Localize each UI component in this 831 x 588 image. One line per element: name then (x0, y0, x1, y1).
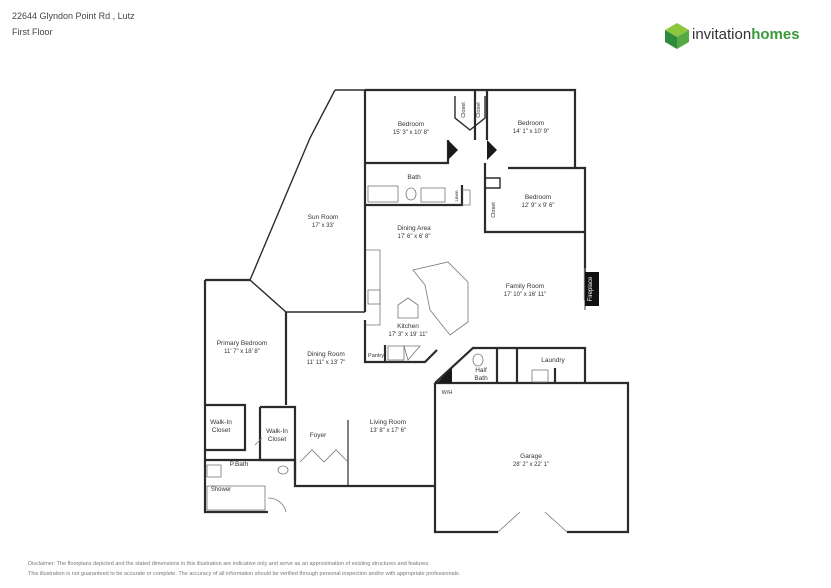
closet-3-label: Closet (491, 202, 497, 218)
bedroom-1-dims: 15' 3" x 10' 8" (393, 130, 429, 136)
floorplan-fixtures (206, 185, 586, 533)
water-heater-label: W/H (442, 390, 453, 396)
pantry-label: Pantry (368, 353, 384, 359)
garage-dims: 28' 2" x 22' 1" (513, 462, 549, 468)
bath-label: Bath (407, 174, 421, 181)
sun-room-dims: 17' x 33' (312, 223, 334, 229)
walk-in-closet-1-label-1: Walk-In (210, 419, 232, 426)
closet-1-label: Closet (461, 102, 467, 118)
walk-in-closet-2-label-2: Closet (268, 436, 287, 443)
floorplan-walls (203, 88, 630, 534)
walk-in-closet-1-label-2: Closet (212, 427, 231, 434)
kitchen-label: Kitchen (397, 323, 419, 330)
dining-area-label: Dining Area (397, 225, 431, 232)
garage-label: Garage (520, 453, 542, 460)
closet-2-label: Closet (476, 102, 482, 118)
bedroom-1-label: Bedroom (398, 121, 424, 128)
half-bath-label-1: Half (475, 367, 487, 374)
foyer-label: Foyer (310, 432, 327, 439)
disclaimer-line-1: Disclaimer: The floorplans depicted and … (28, 561, 430, 567)
floor-label: First Floor (12, 27, 53, 37)
fireplace-label: Fireplace (588, 276, 594, 301)
brand-wordmark: invitationhomes (692, 26, 800, 43)
door-markers (437, 140, 497, 383)
half-bath-label-2: Bath (474, 375, 488, 382)
dining-room-label: Dining Room (307, 351, 345, 358)
living-room-label: Living Room (370, 419, 406, 426)
primary-bedroom-dims: 11' 7" x 18' 8" (224, 349, 260, 355)
primary-bedroom-label: Primary Bedroom (217, 340, 268, 347)
property-address: 22644 Glyndon Point Rd , Lutz (12, 11, 135, 21)
family-room-label: Family Room (506, 283, 544, 290)
primary-bath-label: P.Bath (230, 461, 249, 468)
cube-logo-icon (665, 23, 689, 49)
dining-room-dims: 11' 11" x 13' 7" (307, 360, 346, 366)
walk-in-closet-2-label-1: Walk-In (266, 428, 288, 435)
brand-word-2: homes (751, 26, 800, 43)
bedroom-2-dims: 14' 1" x 10' 9" (513, 129, 549, 135)
fireplace-icon (585, 272, 599, 306)
shower-label: Shower (211, 487, 231, 493)
laundry-label: Laundry (541, 357, 565, 364)
sun-room-label: Sun Room (308, 214, 339, 221)
linen-label: Linen (454, 190, 459, 202)
brand-word-1: invitation (692, 26, 752, 43)
bedroom-3-label: Bedroom (525, 194, 551, 201)
living-room-dims: 13' 8" x 17' 6" (370, 428, 406, 434)
family-room-dims: 17' 10" x 16' 11" (504, 292, 546, 298)
dining-area-dims: 17' 6" x 6' 8" (398, 234, 431, 240)
brand-logo: invitationhomes (664, 22, 814, 52)
disclaimer-line-2: This illustration is not guaranteed to b… (28, 571, 461, 577)
kitchen-dims: 17' 3" x 19' 11" (388, 332, 427, 338)
bedroom-3-dims: 12' 9" x 9' 6" (522, 203, 555, 209)
bedroom-2-label: Bedroom (518, 120, 544, 127)
